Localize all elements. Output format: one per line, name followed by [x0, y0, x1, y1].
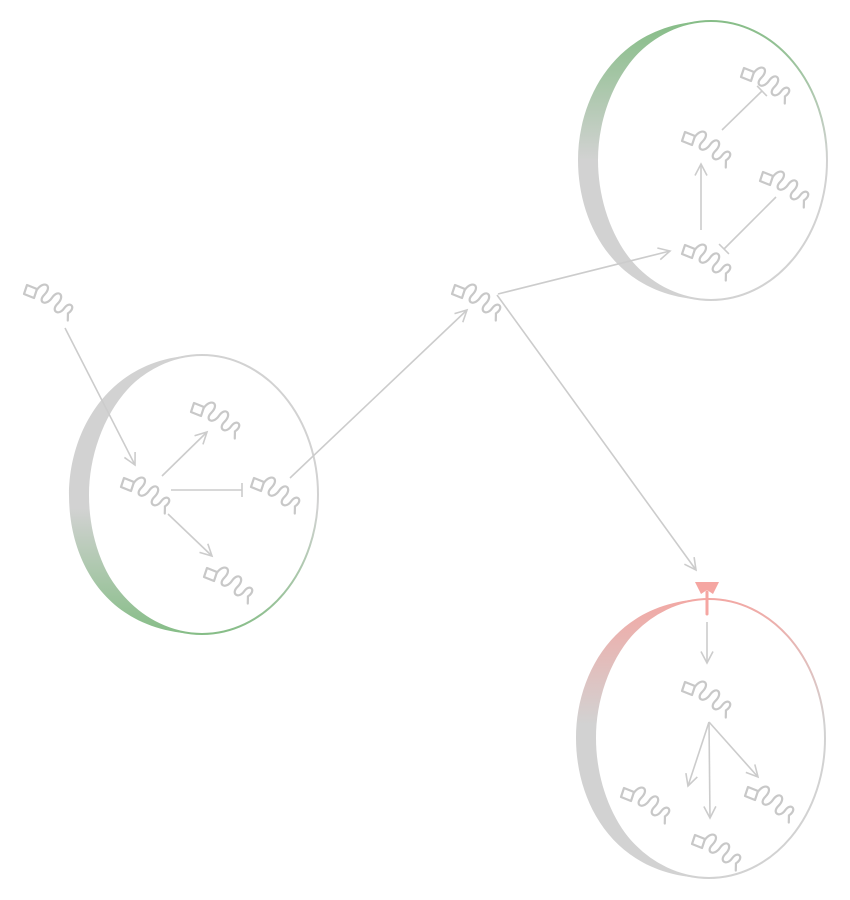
edge-p-l-right-to-p-hub [290, 310, 467, 478]
edge-p-t-bottom-to-p-t-mid [695, 164, 707, 230]
helix-protein-icon [745, 784, 799, 823]
helix-protein-icon [452, 282, 506, 321]
edge-p-hub-to-p-t-bottom [498, 248, 670, 294]
helix-protein-icon [24, 282, 78, 321]
edge-p-l-main-to-p-l-down [168, 514, 212, 556]
edge-p-b-top-to-p-b-right [709, 722, 758, 777]
helix-protein-icon [692, 832, 746, 871]
helix-protein-icon [204, 565, 258, 604]
edge-p-b-top-to-p-b-left [686, 722, 709, 786]
helix-protein-icon [682, 129, 736, 168]
helix-protein-icon [251, 475, 305, 514]
edge-p-l-main-to-p-l-up [162, 432, 207, 476]
edge-p-b-top-to-p-b-mid [704, 722, 716, 818]
edge-p-l-main-to-p-l-right [171, 483, 242, 497]
helix-protein-icon [682, 242, 736, 281]
helix-protein-icon [191, 400, 245, 439]
helix-protein-icon [621, 785, 675, 824]
edge-receptor-to-p-b-top [701, 622, 713, 663]
edge-p-hub-to-receptor [497, 295, 696, 570]
helix-protein-icon [121, 475, 175, 514]
helix-protein-icon [760, 169, 814, 208]
cell-left [69, 355, 318, 634]
edge-p-t-mid-to-p-t-top [722, 86, 767, 130]
helix-protein-icon [682, 679, 736, 718]
helix-protein-icon [741, 65, 795, 104]
edge-p-t-right-to-p-t-bottom [719, 197, 776, 254]
receptor-icon [695, 582, 719, 614]
edge-p-outer-left-to-p-l-main [65, 328, 135, 465]
cell-top [578, 21, 827, 300]
